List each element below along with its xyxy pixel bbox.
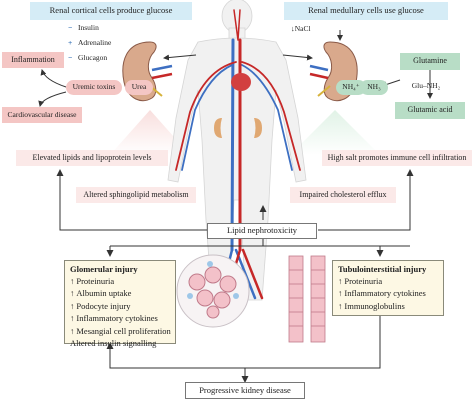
nacl-label: ↓NaCl [291,23,311,33]
glomerular-injury-list: Proteinuria Albumin uptake Podocyte inju… [70,275,171,349]
connector-arrows [38,30,433,383]
list-item: Inflammatory cytokines [338,287,438,299]
list-item: Albumin uptake [70,287,170,299]
heart-icon [231,73,251,91]
cardiovascular-disease-label: Cardiovascular disease [2,107,82,123]
hormone-adrenaline: +Adrenaline [68,38,112,47]
sphingolipid-label: Altered sphingolipid metabolism [76,187,196,203]
right-fan-highlight [290,110,380,155]
minus-icon: − [68,53,73,62]
list-item: Immunoglobulins [338,300,438,312]
cholesterol-label: Impaired cholesterol efflux [290,187,396,203]
list-item: Proteinuria [70,275,170,287]
tubulointerstitial-injury-title: Tubulointerstitial injury [338,264,427,274]
high-salt-label: High salt promotes immune cell infiltrat… [322,150,472,166]
uremic-toxins-label: Uremic toxins [66,80,122,95]
glutamic-acid-label: Glutamic acid [395,102,465,119]
list-item: Mesangial cell proliferation [70,325,170,337]
glutamine-label: Glutamine [400,53,460,70]
down-arrow-icon: ↓ [291,23,295,33]
glomerulus-illustration [176,254,250,328]
tubule-illustration [288,255,326,343]
hormone-insulin: −Insulin [68,23,99,32]
list-item: Altered insulin signalling [70,338,157,349]
hormone-glucagon: −Glucagon [68,53,108,62]
elevated-lipids-label: Elevated lipids and lipoprotein levels [16,150,168,166]
list-item: Proteinuria [338,275,438,287]
list-item: Podocyte injury [70,300,170,312]
list-item: Inflammatory cytokines [70,312,170,324]
left-fan-highlight [110,110,190,155]
small-kidney-left-icon [214,118,222,138]
progressive-kidney-disease-box: Progressive kidney disease [185,382,305,399]
glu-nh2-label: Glu–NH₂ [411,80,441,90]
tubulointerstitial-injury-card: Tubulointerstitial injury Proteinuria In… [332,260,444,316]
nh4-label: NH₄⁺ [336,80,366,95]
cortical-cells-label: Renal cortical cells produce glucose [30,2,192,20]
inflammation-label: Inflammation [2,52,64,68]
tubulointerstitial-injury-list: Proteinuria Inflammatory cytokines Immun… [338,275,438,312]
small-kidney-right-icon [254,118,262,138]
minus-icon: − [68,23,73,32]
medullary-cells-label: Renal medullary cells use glucose [284,2,448,20]
urea-label: Urea [125,80,153,95]
plus-icon: + [68,38,73,47]
glomerular-injury-card: Glomerular injury Proteinuria Albumin up… [64,260,176,348]
nh3-label: NH₃ [360,80,388,95]
lipid-nephrotoxicity-box: Lipid nephrotoxicity [207,223,317,239]
glomerular-injury-title: Glomerular injury [70,264,138,274]
